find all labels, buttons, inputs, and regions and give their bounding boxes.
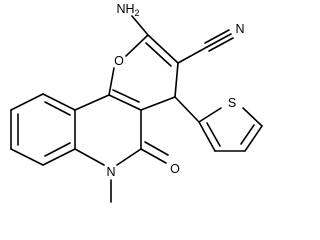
bond-benz-2 bbox=[42, 148, 76, 166]
bond-thio-s-c2 bbox=[198, 107, 222, 123]
bond-thio-c2-c3-double bbox=[206, 122, 221, 147]
bond-c10b-c10a bbox=[74, 94, 110, 111]
bond-nitrile-triple-2 bbox=[204, 29, 230, 44]
bond-benz-3 bbox=[10, 148, 44, 166]
bond-c2-nh2 bbox=[131, 15, 149, 36]
bond-c4a-c10b bbox=[108, 94, 142, 111]
amide-n-label: N bbox=[106, 165, 115, 179]
bond-c3-cn bbox=[177, 46, 208, 64]
atom-label-layer: NH2 N O O N S bbox=[106, 2, 244, 179]
bond-thio-c5-s bbox=[242, 107, 263, 127]
bond-c10b-o1 bbox=[108, 67, 115, 96]
bond-c5-o-double bbox=[144, 141, 169, 156]
molecule-structure: NH2 N O O N S bbox=[10, 2, 263, 203]
bond-c4-c4a bbox=[140, 96, 176, 111]
bond-c5-o bbox=[140, 148, 167, 164]
bond-c4-thienyl bbox=[174, 96, 200, 123]
bond-benz-5 bbox=[10, 93, 44, 111]
amino-label: NH2 bbox=[116, 2, 139, 18]
thiophene-s-label: S bbox=[228, 96, 236, 110]
bond-c3-c4 bbox=[174, 62, 179, 98]
bond-nitrile-triple-3 bbox=[208, 37, 234, 52]
bond-thio-c2-c3 bbox=[198, 121, 216, 152]
carbonyl-oxygen-label: O bbox=[170, 162, 180, 176]
bond-thio-c4-c5-double bbox=[240, 124, 255, 145]
bond-benz-6 bbox=[42, 93, 76, 111]
bond-c2-c3 bbox=[147, 34, 179, 64]
bond-benz-2-double bbox=[44, 142, 71, 157]
nitrile-n-label: N bbox=[235, 22, 244, 36]
bond-c4a-c10b-double bbox=[112, 89, 140, 103]
bond-o1-c2 bbox=[125, 34, 149, 57]
bond-thio-c4-c5 bbox=[244, 125, 263, 152]
bond-c5-n6 bbox=[116, 148, 142, 166]
bond-benz-6-double bbox=[44, 101, 71, 116]
bond-c2-c3-double bbox=[145, 42, 172, 67]
bond-layer bbox=[10, 15, 263, 203]
bond-nitrile-triple-1 bbox=[206, 33, 232, 48]
bond-n6-c6a bbox=[74, 148, 105, 166]
ring-oxygen-label: O bbox=[114, 54, 124, 68]
